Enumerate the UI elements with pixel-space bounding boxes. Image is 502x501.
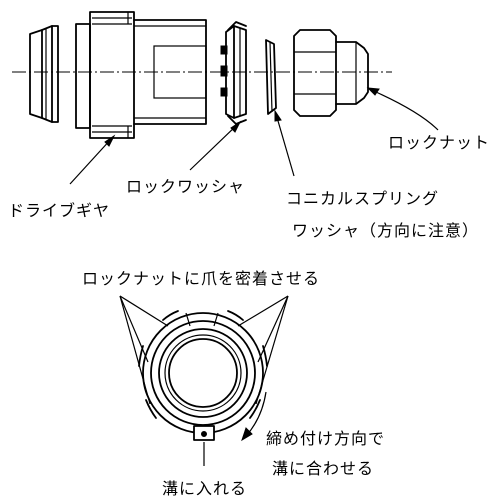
leader-lines-top (69, 87, 439, 185)
front-view (138, 310, 268, 441)
conical-spring-washer (265, 39, 277, 115)
label-groove-insert: 溝に入れる (162, 479, 248, 498)
label-conical-spring-line1: コニカルスプリング (286, 189, 440, 208)
tighten-direction-arrow (241, 391, 267, 442)
label-lock-nut: ロックナット (388, 133, 491, 152)
claw-leaders (119, 295, 289, 405)
drive-gear (75, 11, 207, 139)
label-drive-gear: ドライブギヤ (8, 201, 111, 220)
drive-gear-flange (29, 25, 59, 123)
label-lock-washer: ロックワッシャ (126, 177, 246, 196)
lock-washer (220, 21, 247, 125)
label-claw-instruction: ロックナットに爪を密着させる (82, 269, 321, 288)
label-conical-spring-line2: ワッシャ（方向に注意） (292, 221, 480, 240)
label-tighten-line1: 締め付け方向で (266, 429, 386, 448)
label-tighten-line2: 溝に合わせる (272, 459, 375, 478)
lock-nut (293, 29, 369, 117)
